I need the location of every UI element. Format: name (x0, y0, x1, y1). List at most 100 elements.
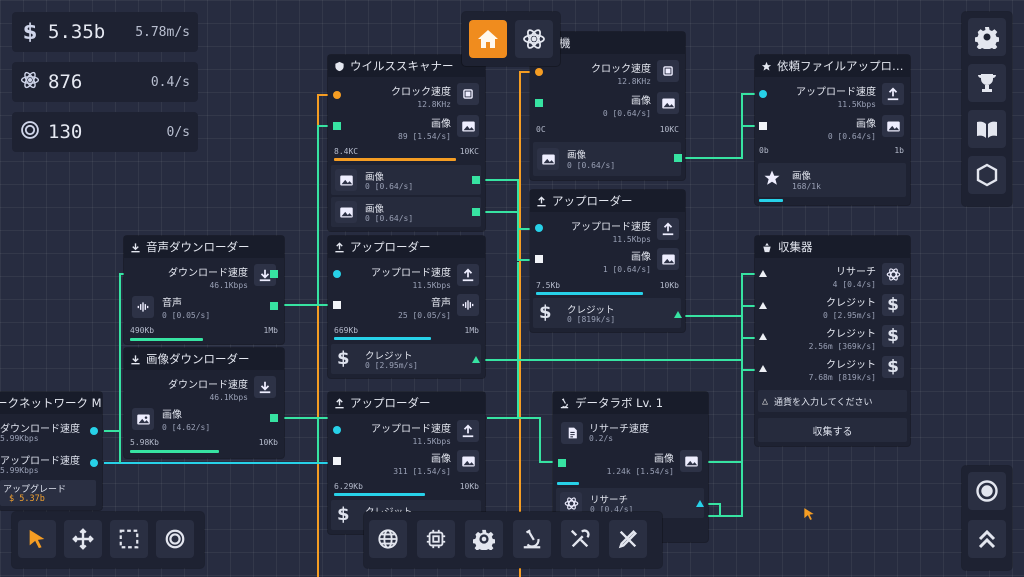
processor-category[interactable] (417, 520, 455, 558)
progress-right: 10KC (459, 147, 479, 156)
progress-bar (334, 493, 425, 496)
download-icon (131, 354, 140, 364)
output-port[interactable] (696, 500, 704, 507)
progress-bar (130, 450, 219, 453)
input-port[interactable] (535, 255, 543, 263)
star-icon (763, 169, 781, 191)
network-category[interactable] (369, 520, 407, 558)
move-tool[interactable] (64, 520, 102, 558)
progress-right: 10KC (659, 125, 679, 134)
prestige-button[interactable] (968, 156, 1006, 194)
output-slot: $ クレジット 0 [819k/s] (533, 298, 681, 328)
output-port[interactable] (472, 356, 480, 363)
document-icon (561, 422, 583, 444)
input-port[interactable] (759, 302, 767, 309)
resource-value: 130 (48, 121, 83, 143)
collect-button[interactable]: 収集する (758, 418, 907, 442)
input-port[interactable] (535, 224, 543, 232)
dollar-icon: $ (882, 294, 904, 316)
input-port[interactable] (333, 457, 341, 465)
resource-credits: $ 5.35b 5.78m/s (12, 12, 198, 52)
input-port[interactable] (333, 91, 341, 99)
gear-icon (975, 27, 999, 49)
input-port[interactable] (535, 99, 543, 107)
input-port[interactable] (558, 459, 566, 467)
output-port[interactable] (674, 154, 682, 162)
shield-icon (335, 61, 344, 71)
upload-icon (335, 397, 344, 408)
output-port[interactable] (472, 208, 480, 216)
output-port[interactable] (270, 270, 278, 278)
upgrade-cost: $ 5.37b (9, 494, 45, 504)
achievements-button[interactable] (968, 64, 1006, 102)
dollar-icon: $ (337, 504, 350, 525)
home-tab[interactable] (469, 20, 507, 58)
token-button[interactable] (968, 472, 1006, 510)
output-port[interactable] (472, 176, 480, 184)
upgrade-button[interactable]: アップグレード $ 5.37b (0, 480, 96, 506)
guide-button[interactable] (968, 110, 1006, 148)
research-tab[interactable] (515, 20, 553, 58)
output-port[interactable] (270, 414, 278, 422)
select-tool[interactable] (18, 520, 56, 558)
output-slot: 画像 0 [0.64/s] (331, 165, 481, 195)
input-port[interactable] (333, 426, 341, 434)
upgrade-rank-button[interactable] (968, 520, 1006, 558)
pencil-ruler-icon (618, 529, 638, 549)
input-port[interactable] (333, 270, 341, 278)
node-title: 音声ダウンローダー (146, 240, 250, 254)
upload-icon (335, 241, 344, 252)
node-title: 収集器 (778, 240, 813, 254)
upload-icon (657, 218, 679, 240)
home-icon (478, 30, 498, 48)
chip-icon (457, 83, 479, 105)
input-port[interactable] (535, 68, 543, 76)
output-slot: 画像 0 [0.64/s] (331, 197, 481, 227)
box-select-tool[interactable] (110, 520, 148, 558)
upload-icon (457, 420, 479, 442)
globe-icon (378, 529, 398, 549)
resource-rate: 0/s (166, 124, 190, 140)
input-port[interactable] (759, 365, 767, 372)
input-port[interactable] (759, 333, 767, 340)
circle-icon (165, 529, 185, 549)
input-port[interactable] (759, 90, 767, 98)
input-port[interactable] (333, 301, 341, 309)
output-port[interactable] (674, 311, 682, 318)
edit-category[interactable] (609, 520, 647, 558)
virus-category[interactable] (465, 520, 503, 558)
input-port[interactable] (759, 270, 767, 277)
settings-button[interactable] (968, 18, 1006, 56)
output-port[interactable] (270, 302, 278, 310)
circle-tool[interactable] (156, 520, 194, 558)
node-header: アップローダー (328, 392, 485, 414)
progress-right: 1Mb (464, 326, 479, 335)
dashed-square-icon (119, 529, 139, 549)
output-port[interactable] (90, 427, 98, 435)
target-icon (20, 120, 40, 144)
research-category[interactable] (513, 520, 551, 558)
wrench-screwdriver-icon (570, 529, 590, 548)
input-port[interactable] (333, 122, 341, 130)
network-node[interactable]: ークネットワーク Mk.25 ダウンロード速度 5.99Kbps アップロード速… (0, 392, 102, 510)
output-port[interactable] (90, 459, 98, 467)
currency-input[interactable]: △ 通貨を入力してください (758, 390, 907, 412)
tools-category[interactable] (561, 520, 599, 558)
input-port[interactable] (759, 122, 767, 130)
progress-right: 10Kb (659, 281, 679, 290)
node-header: 画像ダウンローダー (124, 348, 284, 370)
